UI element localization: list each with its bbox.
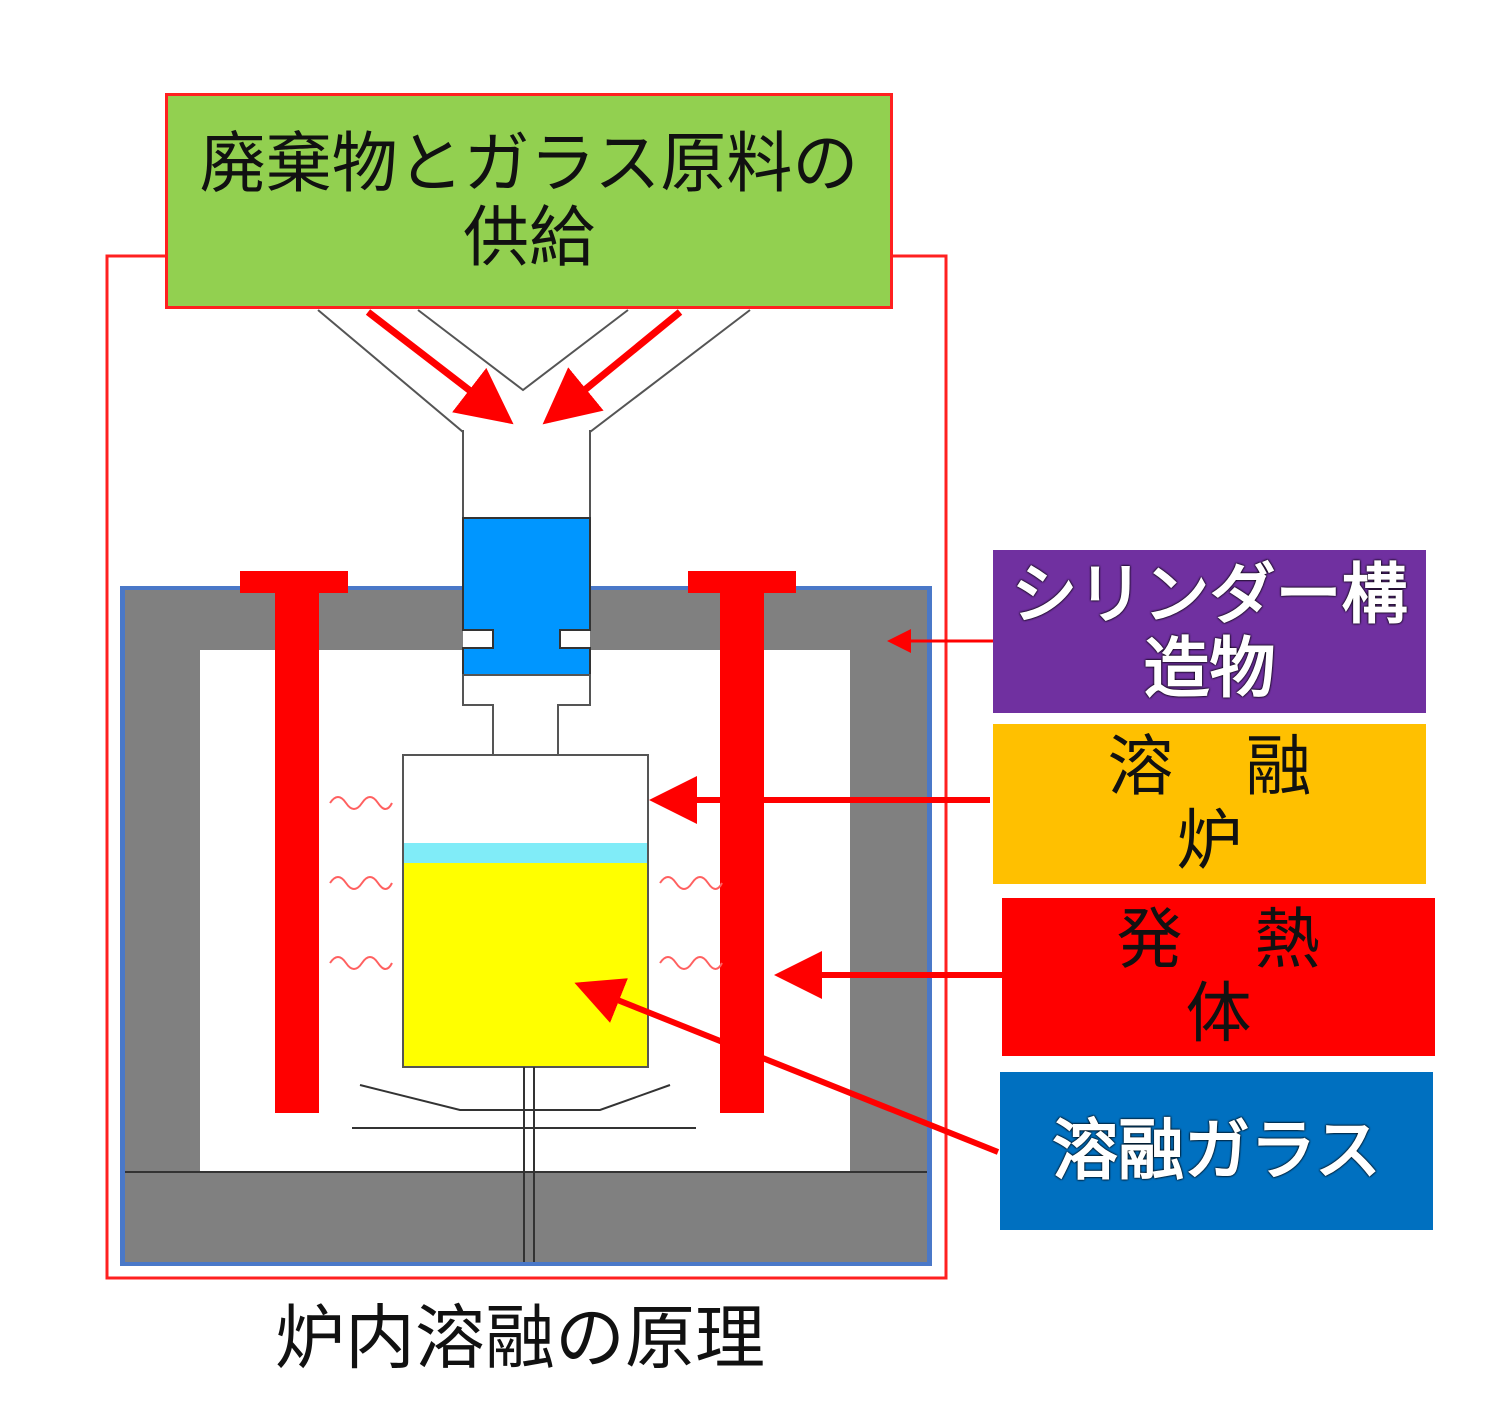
supply-arrows [365,309,683,425]
supply-funnel [317,309,751,520]
heating-element-right [688,571,796,1113]
supply-label: 廃棄物とガラス原料の供給 [199,125,859,276]
heater-label-box: 発熱体 [1002,898,1435,1056]
heat-waves [329,796,723,970]
melter-label-box: 溶融炉 [993,724,1426,884]
melter-label: 溶融炉 [1107,728,1384,879]
glass-surface [404,843,647,863]
supply-label-box: 廃棄物とガラス原料の供給 [165,93,893,309]
label-arrows [574,629,1002,1155]
cylinder-label-box: シリンダー構造物 [993,550,1426,713]
molten-glass [404,863,647,1066]
feed-block [462,517,591,676]
heating-element-left [240,571,348,1113]
drain-line [352,1067,696,1262]
molten-glass-label-box: 溶融ガラス [1000,1072,1433,1230]
cylinder-label: シリンダー構造物 [1011,555,1408,707]
heater-label: 発熱体 [1116,901,1393,1052]
diagram-caption: 炉内溶融の原理 [275,1297,765,1379]
outer-frame-outline [105,254,948,1280]
molten-glass-label: 溶融ガラス [1052,1112,1381,1190]
